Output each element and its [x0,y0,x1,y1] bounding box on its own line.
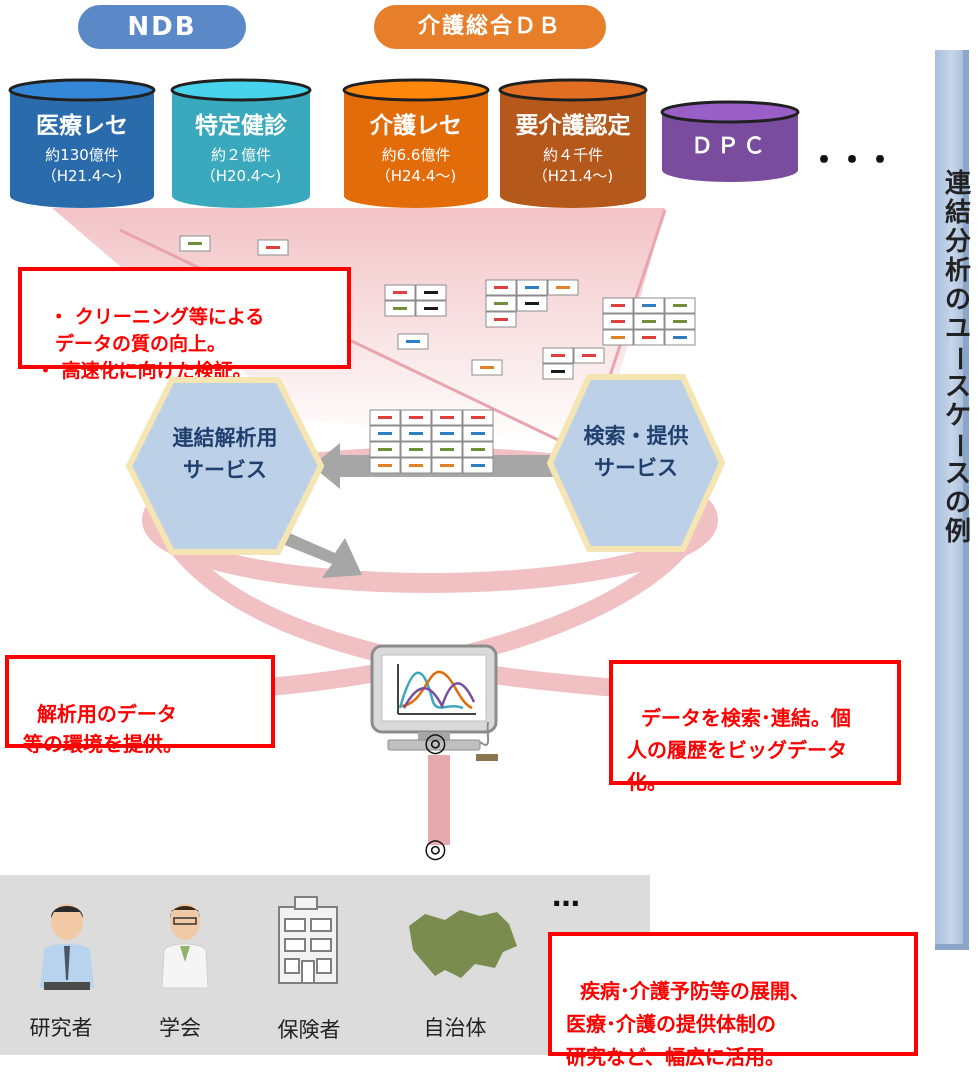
search-note: データを検索･連結。個 人の履歴をビッグデータ 化。 [609,660,901,794]
user-label-municipality: 自治体 [423,1016,487,1040]
side-title-char: ユ [944,314,971,344]
side-title-char: ー [943,345,974,372]
side-title-char: の [944,488,971,518]
analysis-note-text: 解析用のデータ 等の環境を提供。 [23,702,183,756]
linkage-service-hexagon [125,377,325,555]
db-cylinder-1: 特定健診約２億件 （H20.4～) [170,78,312,208]
side-title: 連結分析のユースケースの例 [940,170,976,547]
db-name: 医療レセ [36,113,128,139]
db-period: （H21.4～) [41,167,123,185]
cleaning-note: ・ クリーニング等による データの質の向上。 ・ 高速化に向けた検証。 [18,267,351,382]
side-title-char: 分 [944,227,971,257]
db-name: 特定健診 [195,113,287,139]
side-title-char: の [944,285,971,315]
db-cylinder-2: 介護レセ約6.6億件 （H24.4～) [342,78,490,208]
kaigo-db-header: 介護総合ＤＢ [374,5,606,49]
db-count: 約130億件 [45,146,119,164]
search-note-text: データを検索･連結。個 人の履歴をビッグデータ 化。 [627,706,851,794]
db-cylinder-3: 要介護認定約４千件 （H21.4～) [498,78,648,208]
researcher-icon [40,904,94,990]
ndb-header: NDB [78,5,246,49]
side-title-char: ス [944,372,971,402]
side-title-char: ス [944,459,971,489]
db-period: （H21.4～) [532,167,614,185]
analysis-note: 解析用のデータ 等の環境を提供。 [5,655,275,756]
linkage-service-label: 連結解析用 サービス [172,426,278,482]
connector-top-symbol: ◎ [424,728,447,758]
side-title-char: 析 [944,256,971,286]
usage-note-text: 疾病･介護予防等の展開、 医療･介護の提供体制の 研究など、幅広に活用。 [566,979,810,1069]
side-title-char: 例 [944,517,971,547]
db-more-ellipsis: ・・・ [808,141,896,179]
db-name: ＤＰＣ [690,134,769,159]
doctor-icon [161,904,209,989]
search-service-hexagon [546,374,726,552]
search-service-label: 検索・提供 サービス [583,424,689,480]
municipality-map-icon [409,910,517,978]
usage-note: 疾病･介護予防等の展開、 医療･介護の提供体制の 研究など、幅広に活用。 [548,932,918,1069]
users-more-ellipsis: … [552,880,580,913]
monitor-icon [370,644,498,761]
connector-bottom-symbol: ◎ [424,834,447,864]
cleaning-note-text: ・ クリーニング等による データの質の向上。 ・ 高速化に向けた検証。 [36,306,265,382]
db-period: （H20.4～) [200,167,282,185]
side-title-char: ケ [944,401,971,431]
db-count: 約２億件 [210,146,271,164]
building-icon [278,896,338,984]
db-cylinder-4: ＤＰＣ [660,100,800,182]
side-title-char: 連 [944,169,971,199]
db-cylinder-0: 医療レセ約130億件 （H21.4～) [8,78,156,208]
db-count: 約４千件 [542,146,603,164]
db-count: 約6.6億件 [381,146,451,164]
user-label-researcher: 研究者 [29,1016,93,1040]
user-label-insurer: 保険者 [277,1018,341,1042]
side-title-char: 結 [944,198,971,228]
user-label-society: 学会 [159,1016,201,1040]
data-tiles [179,235,696,474]
side-title-char: ー [943,432,974,459]
db-period: （H24.4～) [375,167,457,185]
db-name: 介護レセ [370,113,462,139]
db-name: 要介護認定 [515,113,631,139]
